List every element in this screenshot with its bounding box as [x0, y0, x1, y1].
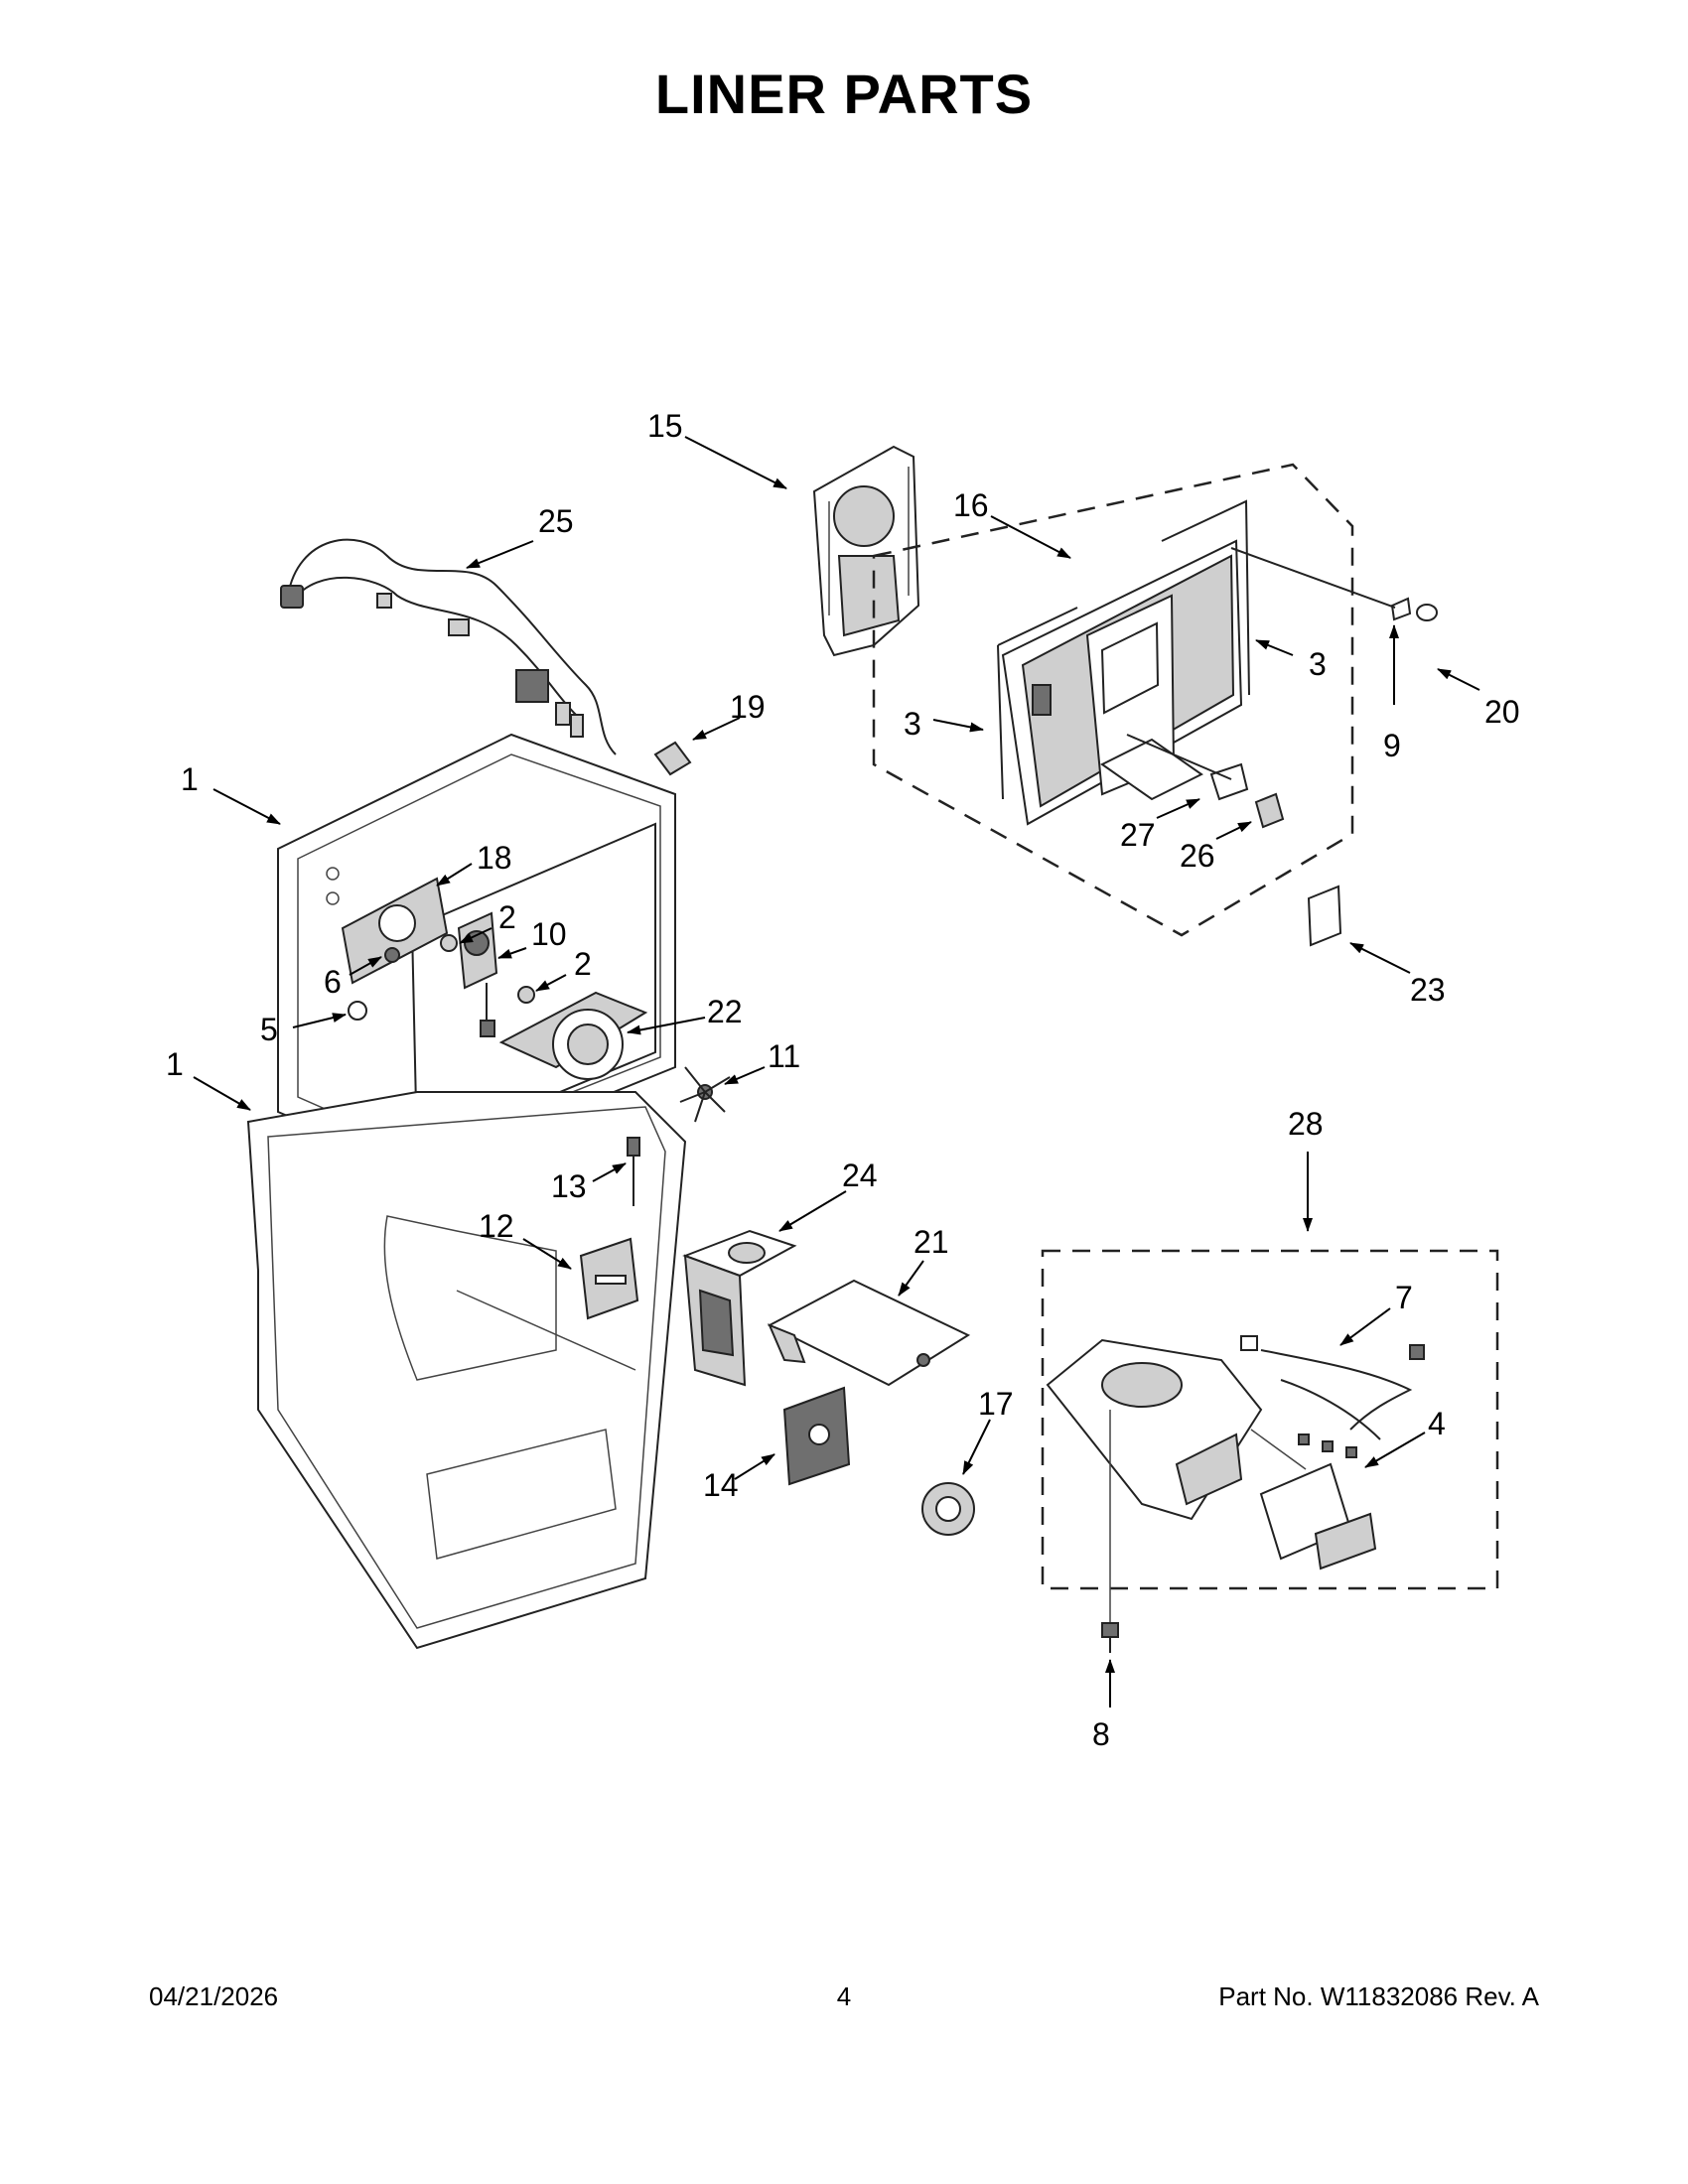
- callout-10: 10: [531, 916, 567, 952]
- part-1-fresh-food-liner: [246, 1091, 687, 1650]
- arrow-7: [1339, 1307, 1391, 1346]
- arrow-1a: [212, 788, 281, 825]
- arrow-4: [1364, 1432, 1426, 1468]
- callout-24: 24: [842, 1158, 878, 1193]
- callout-3: 3: [1309, 646, 1327, 682]
- part-9-screw: [1230, 547, 1412, 621]
- arrow-25: [466, 540, 534, 569]
- callout-19: 19: [730, 689, 766, 725]
- arrow-16: [990, 515, 1071, 559]
- callout-26: 26: [1180, 838, 1215, 874]
- callout-23: 23: [1410, 972, 1446, 1008]
- callout-arrows: [193, 436, 1480, 1707]
- callout-27: 27: [1120, 817, 1156, 853]
- callout-labels: 15 25 16 3 3 9 20 19 27 26 1 18 2 10 2 6…: [166, 408, 1520, 1752]
- page-title: LINER PARTS: [654, 63, 1034, 125]
- arrow-21: [898, 1260, 924, 1297]
- arrow-27: [1156, 798, 1200, 819]
- callout-13: 13: [551, 1168, 587, 1204]
- assembly-16-outline: [872, 463, 1354, 937]
- part-26-knob: [1254, 792, 1285, 829]
- callout-15: 15: [647, 408, 683, 444]
- callout-14: 14: [703, 1467, 739, 1503]
- callout-20: 20: [1484, 694, 1520, 730]
- arrow-18: [436, 863, 473, 887]
- callout-28: 28: [1288, 1106, 1324, 1142]
- arrow-11: [724, 1066, 766, 1085]
- arrow-3a: [932, 719, 984, 733]
- part-17-knob: [921, 1482, 975, 1536]
- arrow-14: [734, 1453, 775, 1480]
- arrow-10: [497, 947, 527, 959]
- part-28-ice-bin-assembly: [1046, 1338, 1307, 1521]
- part-16-evaporator-cover: [1001, 539, 1243, 826]
- footer-page-number: 4: [836, 1981, 852, 2011]
- footer-part-number: Part No. W11832086 Rev. A: [1218, 1981, 1539, 2011]
- arrow-17: [962, 1419, 991, 1475]
- part-24-air-damper-housing: [682, 1229, 797, 1387]
- callout-3: 3: [904, 706, 921, 742]
- arrow-22: [627, 1017, 706, 1035]
- arrow-20: [1437, 668, 1480, 691]
- callout-17: 17: [978, 1386, 1014, 1422]
- part-14-filter-cover: [782, 1386, 851, 1486]
- arrow-13: [592, 1162, 627, 1182]
- callout-6: 6: [324, 964, 342, 1000]
- callout-11: 11: [768, 1038, 800, 1074]
- part-13-thermistor: [627, 1137, 640, 1206]
- part-27-clip: [1126, 734, 1249, 801]
- part-6-screw: [384, 947, 400, 963]
- part-3-gasket-right: [1161, 499, 1250, 696]
- arrow-3b: [1255, 639, 1294, 656]
- callout-12: 12: [479, 1208, 514, 1244]
- callout-2: 2: [574, 946, 592, 982]
- callout-25: 25: [538, 503, 574, 539]
- callout-9: 9: [1383, 728, 1401, 763]
- arrow-1b: [193, 1076, 251, 1111]
- callout-1: 1: [181, 761, 199, 797]
- callout-2: 2: [498, 899, 516, 935]
- callout-4: 4: [1428, 1406, 1446, 1441]
- callout-18: 18: [477, 840, 512, 876]
- callout-1: 1: [166, 1046, 184, 1082]
- part-22-fan-shroud: [498, 991, 648, 1080]
- part-2-grommet-a: [440, 934, 458, 952]
- part-12-control-cover: [579, 1237, 639, 1320]
- part-25-wire-harness: [280, 538, 617, 755]
- part-3-gasket-left: [997, 607, 1078, 800]
- part-5-grommet: [348, 1001, 367, 1021]
- arrow-23: [1349, 942, 1411, 974]
- arrow-2a: [459, 927, 492, 944]
- arrow-19: [692, 717, 741, 741]
- callout-7: 7: [1395, 1280, 1413, 1315]
- part-2-grommet-b: [517, 986, 535, 1004]
- callout-16: 16: [953, 487, 989, 523]
- callout-8: 8: [1092, 1716, 1110, 1752]
- assembly-28-outline: [1041, 1249, 1499, 1590]
- part-19-clip: [653, 741, 692, 776]
- part-21-tray: [767, 1279, 971, 1387]
- arrow-15: [684, 436, 787, 489]
- part-23-cover-plate: [1307, 885, 1342, 947]
- arrow-24: [778, 1190, 847, 1232]
- footer-date: 04/21/2026: [149, 1981, 279, 2011]
- callout-5: 5: [260, 1012, 278, 1047]
- part-8-screw: [1101, 1410, 1119, 1653]
- arrow-5: [292, 1013, 347, 1028]
- part-7-wire-harness: [1240, 1335, 1425, 1458]
- part-20-plug: [1416, 604, 1438, 621]
- part-4-control-module: [1259, 1462, 1377, 1570]
- callout-21: 21: [914, 1224, 949, 1260]
- arrow-6: [349, 956, 382, 976]
- part-11-fan-blade: [679, 1066, 731, 1123]
- arrow-26: [1215, 821, 1252, 840]
- arrow-12: [522, 1238, 572, 1270]
- callout-22: 22: [707, 994, 743, 1029]
- arrow-2b: [535, 974, 567, 992]
- part-15-duct-cover: [812, 445, 920, 657]
